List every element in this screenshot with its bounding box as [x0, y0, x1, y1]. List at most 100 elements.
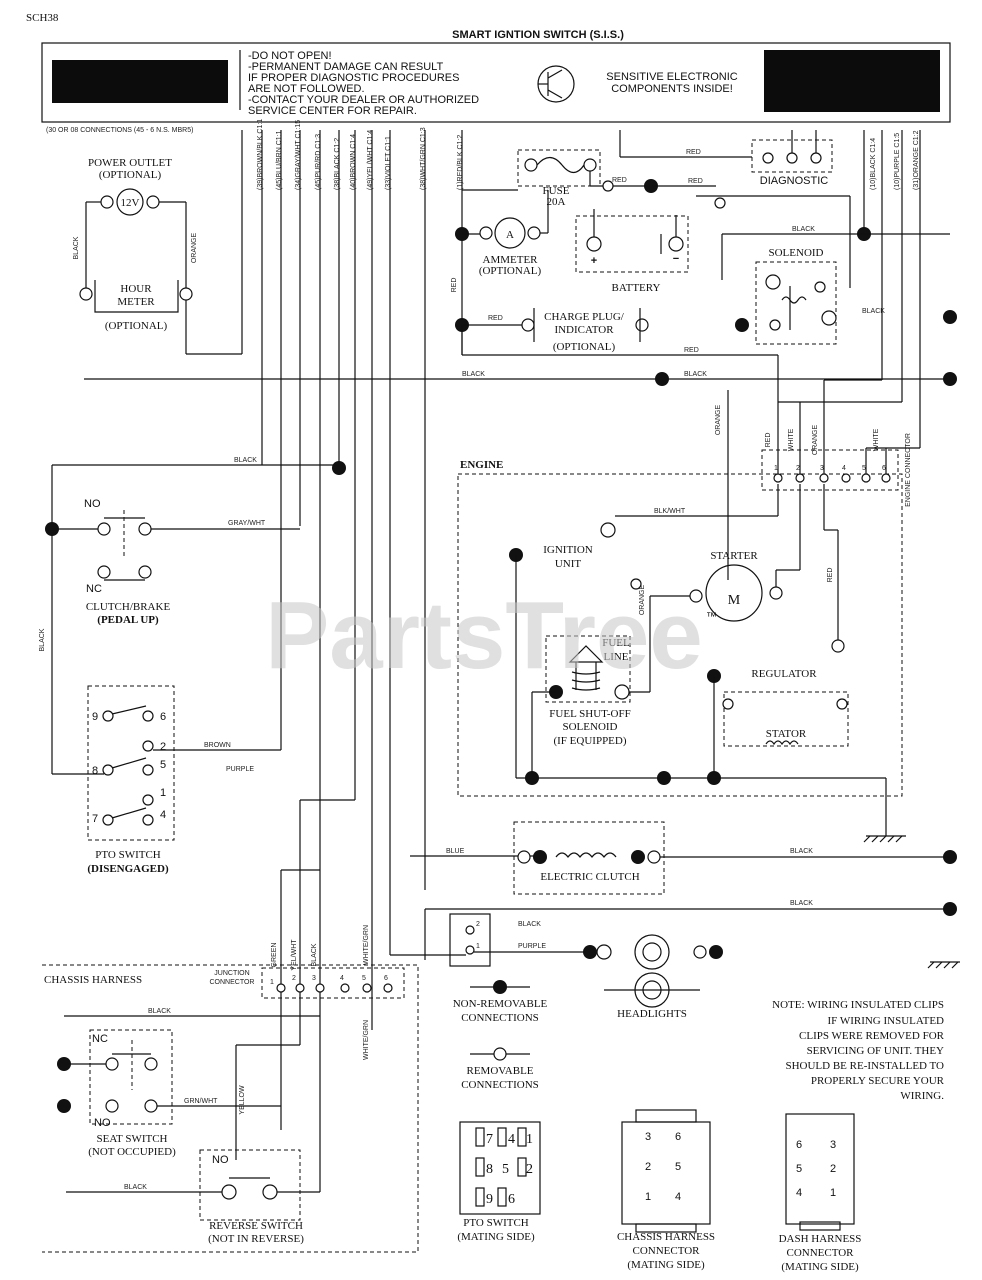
- fuel-solenoid-label: FUEL SHUT-OFF: [549, 708, 630, 720]
- svg-text:4: 4: [508, 1132, 515, 1147]
- svg-text:6: 6: [675, 1131, 681, 1143]
- terminal: [831, 639, 845, 653]
- svg-text:6: 6: [384, 975, 388, 982]
- engine-connector-pins: 1 2 3 4 5 6: [773, 465, 891, 483]
- chassis-mating-label: CHASSIS HARNESS: [617, 1231, 715, 1243]
- svg-text:3: 3: [820, 465, 824, 472]
- header-title: SMART IGNTION SWITCH (S.I.S.): [452, 29, 624, 41]
- removable-circle: [493, 1047, 507, 1061]
- fuel-solenoid-label: (IF EQUIPPED): [553, 735, 626, 747]
- svg-text:9: 9: [486, 1192, 493, 1207]
- power-outlet-volts: 12V: [121, 197, 140, 209]
- fuel-line-label: FUEL: [602, 637, 630, 649]
- terminal: [635, 318, 649, 332]
- wire-tag: (10)BLACK C1:4: [870, 138, 877, 190]
- terminal: [769, 586, 783, 600]
- junction-dot: [533, 850, 547, 864]
- warning-line: ARE NOT FOLLOWED.: [248, 83, 365, 95]
- svg-text:5: 5: [862, 465, 866, 472]
- terminal: [596, 944, 612, 960]
- wire-label-red: RED: [612, 177, 627, 184]
- fuel-coil-icon: [571, 671, 601, 691]
- wire-label-yellow: YELLOW: [239, 1085, 246, 1115]
- chassis-harness-label: CHASSIS HARNESS: [44, 974, 142, 986]
- seat-switch-box: [89, 1029, 173, 1125]
- dash-mating-pins: 6 3 5 2 4 1: [796, 1139, 836, 1199]
- legend-non-removable: CONNECTIONS: [461, 1012, 539, 1024]
- junction-dot: [943, 902, 957, 916]
- starter-motor-icon: [705, 564, 763, 622]
- wire-label-white-grn: WHITE/GRN: [363, 925, 370, 965]
- svg-text:9: 9: [92, 711, 98, 723]
- junction-dot: [943, 372, 957, 386]
- terminal: [600, 522, 616, 538]
- svg-text:WIRING.: WIRING.: [900, 1090, 944, 1102]
- sensitive-line: COMPONENTS INSIDE!: [611, 83, 733, 95]
- svg-text:2: 2: [160, 741, 166, 753]
- svg-text:1: 1: [270, 979, 274, 986]
- key-pin-2: 2: [476, 921, 480, 928]
- svg-text:SHOULD BE RE-INSTALLED TO: SHOULD BE RE-INSTALLED TO: [785, 1060, 944, 1072]
- wire-tag: (49)YEL/WHT C1:4: [367, 130, 374, 190]
- power-outlet-icon: [116, 188, 144, 216]
- wire-label-white-grn: WHITE/GRN: [363, 1020, 370, 1060]
- black-panel-right: [764, 50, 940, 112]
- solenoid-label: SOLENOID: [769, 247, 824, 259]
- junction-dot: [631, 850, 645, 864]
- terminal: [97, 565, 111, 579]
- pto-switch-label: PTO SWITCH: [95, 849, 161, 861]
- chassis-mating-label: CONNECTOR: [632, 1245, 700, 1257]
- wire-label-black: BLACK: [518, 921, 541, 928]
- junction-dot: [657, 771, 671, 785]
- wire-label-black: BLACK: [124, 1184, 147, 1191]
- electric-clutch-box: [513, 821, 665, 895]
- chassis-harness-box: [42, 964, 419, 1253]
- svg-text:2: 2: [292, 975, 296, 982]
- legend-removable: REMOVABLE: [466, 1065, 533, 1077]
- junction-dot: [943, 310, 957, 324]
- svg-text:5: 5: [796, 1163, 802, 1175]
- svg-text:NOTE: WIRING INSULATED CLIPS: NOTE: WIRING INSULATED CLIPS: [772, 999, 944, 1011]
- terminal: [836, 698, 848, 710]
- ammeter-glyph: A: [506, 229, 514, 241]
- ignition-unit-label: IGNITION: [543, 544, 593, 556]
- fuse-label: FUSE: [543, 185, 570, 197]
- seat-no-label: NO: [94, 1117, 111, 1129]
- non-removable-dot: [493, 980, 507, 994]
- svg-text:PROPERLY SECURE YOUR: PROPERLY SECURE YOUR: [811, 1075, 945, 1087]
- svg-text:6: 6: [160, 711, 166, 723]
- svg-text:4: 4: [842, 465, 846, 472]
- dash-mating-label: CONNECTOR: [786, 1247, 854, 1259]
- battery-label: BATTERY: [612, 282, 661, 294]
- fuel-solenoid-label: SOLENOID: [563, 721, 618, 733]
- terminal: [647, 850, 661, 864]
- wire-label-red: RED: [684, 347, 699, 354]
- terminal: [221, 1184, 237, 1200]
- reverse-no-label: NO: [212, 1154, 229, 1166]
- headlights-label: HEADLIGHTS: [617, 1008, 687, 1020]
- svg-text:3: 3: [645, 1131, 651, 1143]
- svg-text:5: 5: [502, 1162, 509, 1177]
- svg-text:3: 3: [312, 975, 316, 982]
- wire-tags: (39)BROWN/BLK C1:1 (45)BLU/BRN C1:1 (34)…: [257, 119, 920, 190]
- power-outlet-label: (OPTIONAL): [99, 169, 162, 181]
- junction-dot: [583, 945, 597, 959]
- clutch-coil-icon: [555, 852, 617, 858]
- dash-mating-label: (MATING SIDE): [781, 1261, 859, 1273]
- wire-label-black: BLACK: [311, 943, 318, 966]
- wire-tag: (10)PURPLE C1:5: [894, 133, 901, 190]
- fuse-icon: [536, 156, 585, 174]
- svg-text:4: 4: [796, 1187, 802, 1199]
- hour-meter-box: [94, 280, 179, 313]
- headlights-icon: [634, 934, 670, 1008]
- wire-tag: (31)ORANGE C1:2: [913, 130, 920, 190]
- wire-label-purple: PURPLE: [518, 943, 546, 950]
- wire-label-gray-wht: GRAY/WHT: [228, 520, 266, 527]
- sis-box: [41, 42, 951, 123]
- wire-label-black: BLACK: [462, 371, 485, 378]
- legend-non-removable: NON-REMOVABLE: [453, 998, 548, 1010]
- wire-label-red: RED: [765, 433, 772, 448]
- terminal: [762, 152, 774, 164]
